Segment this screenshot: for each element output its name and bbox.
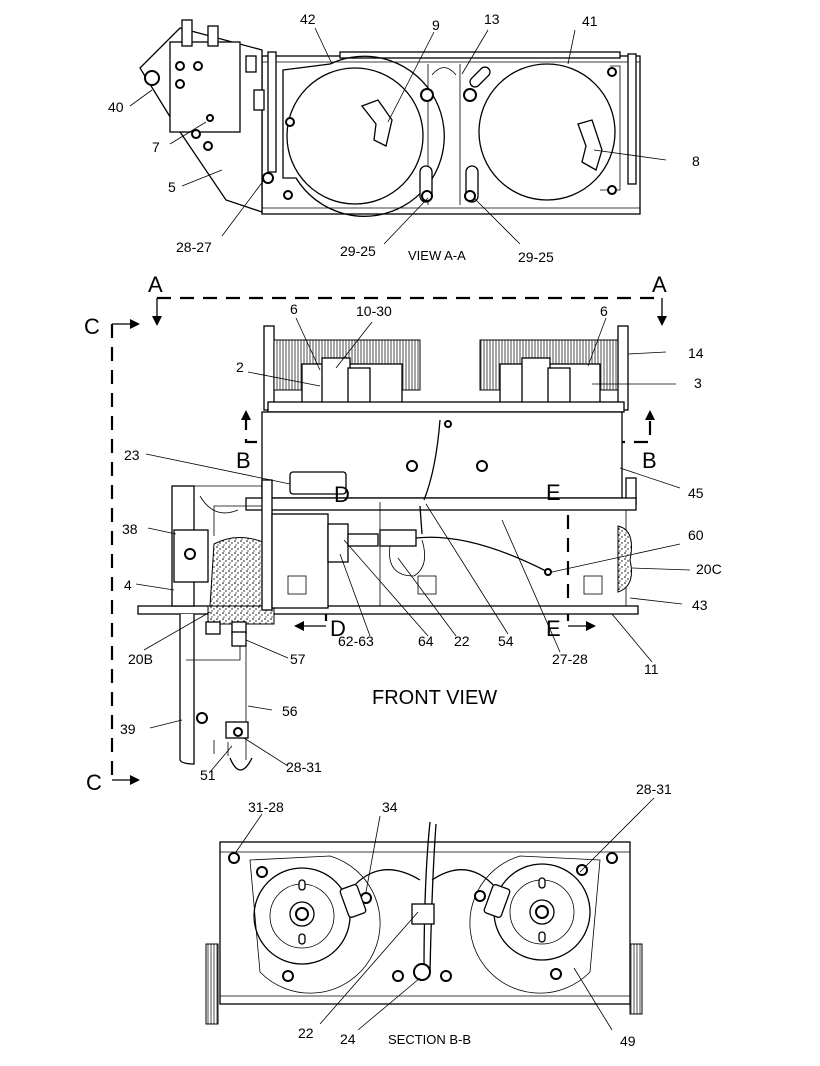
callout-57: 57 bbox=[290, 651, 306, 667]
callout-28-31-section: 28-31 bbox=[636, 781, 672, 797]
callout-38: 38 bbox=[122, 521, 138, 537]
callout-23: 23 bbox=[124, 447, 140, 463]
callout-62-63: 62-63 bbox=[338, 633, 374, 649]
callout-24: 24 bbox=[340, 1031, 356, 1047]
callout-64: 64 bbox=[418, 633, 434, 649]
section-cut-lines bbox=[110, 296, 667, 785]
section-letters: A A B B C C D D E E bbox=[84, 272, 667, 795]
callout-5: 5 bbox=[168, 179, 176, 195]
callout-27-28: 27-28 bbox=[552, 651, 588, 667]
front-view-label: FRONT VIEW bbox=[372, 687, 497, 709]
callout-20c: 20C bbox=[696, 561, 722, 577]
callout-41: 41 bbox=[582, 13, 598, 29]
callout-34: 34 bbox=[382, 799, 398, 815]
view-aa-label: VIEW A-A bbox=[408, 248, 466, 263]
section-e-top: E bbox=[546, 480, 561, 505]
callout-28-31-front: 28-31 bbox=[286, 759, 322, 775]
section-d-bottom: D bbox=[330, 616, 346, 641]
section-c-top: C bbox=[84, 314, 100, 339]
section-e-bottom: E bbox=[546, 616, 561, 641]
section-b-right: B bbox=[642, 448, 657, 473]
section-a-left: A bbox=[148, 272, 163, 297]
callout-29-25-left: 29-25 bbox=[340, 243, 376, 259]
callout-42: 42 bbox=[300, 11, 316, 27]
callout-40: 40 bbox=[108, 99, 124, 115]
callout-20b: 20B bbox=[128, 651, 153, 667]
callout-7: 7 bbox=[152, 139, 160, 155]
callout-45: 45 bbox=[688, 485, 704, 501]
front-view-drawing bbox=[135, 317, 691, 773]
section-bb-drawing bbox=[205, 797, 655, 1031]
callout-3: 3 bbox=[694, 375, 702, 391]
section-d-top: D bbox=[334, 482, 350, 507]
section-bb-callouts: 31-28 34 28-31 22 24 49 SECTION B-B bbox=[248, 781, 672, 1049]
view-aa-drawing bbox=[129, 19, 667, 245]
section-c-bottom: C bbox=[86, 770, 102, 795]
callout-51: 51 bbox=[200, 767, 216, 783]
callout-43: 43 bbox=[692, 597, 708, 613]
section-a-right: A bbox=[652, 272, 667, 297]
callout-4: 4 bbox=[124, 577, 132, 593]
callout-22-front: 22 bbox=[454, 633, 470, 649]
section-b-left: B bbox=[236, 448, 251, 473]
callout-39: 39 bbox=[120, 721, 136, 737]
callout-8: 8 bbox=[692, 153, 700, 169]
front-view-callouts: 6 10-30 6 14 2 3 23 45 38 60 20C 4 43 20… bbox=[120, 301, 722, 783]
callout-29-25-right: 29-25 bbox=[518, 249, 554, 265]
callout-28-27: 28-27 bbox=[176, 239, 212, 255]
callout-22-section: 22 bbox=[298, 1025, 314, 1041]
callout-14: 14 bbox=[688, 345, 704, 361]
view-aa-callouts: 42 9 13 41 40 7 5 8 28-27 29-25 29-25 VI… bbox=[108, 11, 700, 265]
section-bb-label: SECTION B-B bbox=[388, 1032, 471, 1047]
callout-11: 11 bbox=[644, 661, 659, 677]
callout-13: 13 bbox=[484, 11, 500, 27]
callout-60: 60 bbox=[688, 527, 704, 543]
callout-9: 9 bbox=[432, 17, 440, 33]
callout-31-28: 31-28 bbox=[248, 799, 284, 815]
callout-6-left: 6 bbox=[290, 301, 298, 317]
callout-6-right: 6 bbox=[600, 303, 608, 319]
callout-54: 54 bbox=[498, 633, 514, 649]
callout-2: 2 bbox=[236, 359, 244, 375]
callout-56: 56 bbox=[282, 703, 298, 719]
callout-10-30: 10-30 bbox=[356, 303, 392, 319]
callout-49: 49 bbox=[620, 1033, 636, 1049]
